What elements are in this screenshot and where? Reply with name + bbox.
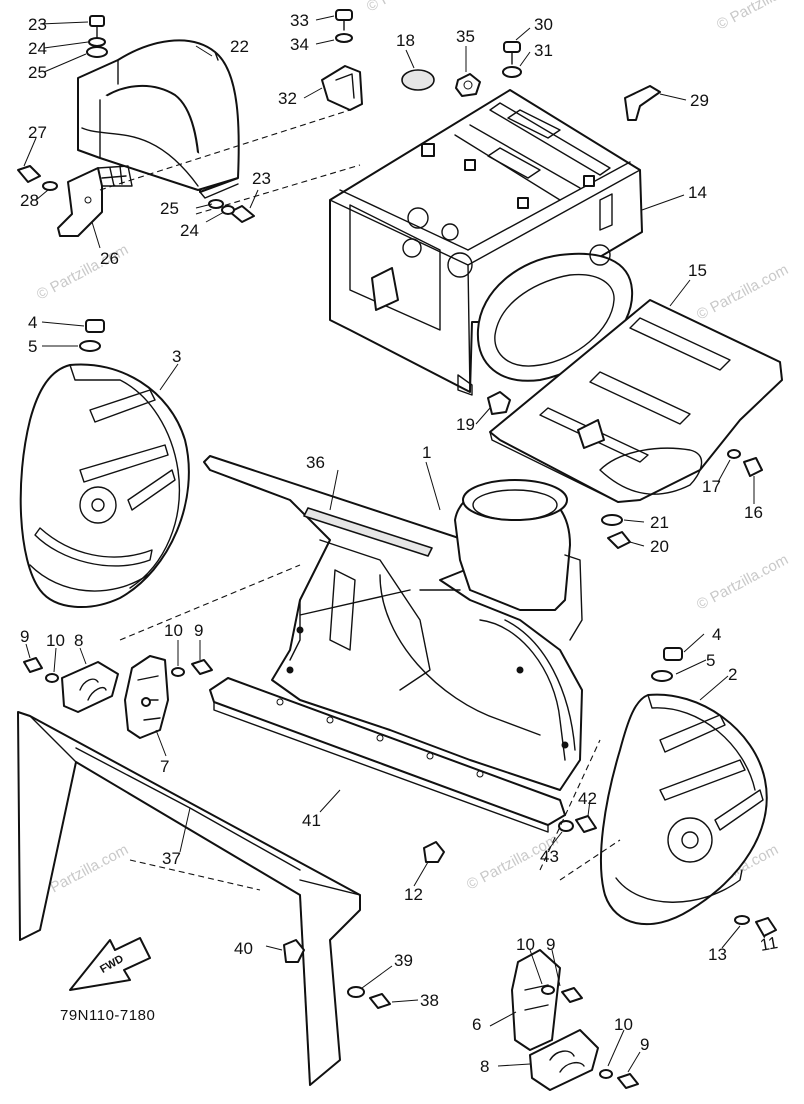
callout-9: 9 bbox=[20, 627, 29, 646]
callout-18: 18 bbox=[396, 31, 415, 50]
callout-40: 40 bbox=[234, 939, 253, 958]
callout-9d: 9 bbox=[640, 1035, 649, 1054]
callout-17: 17 bbox=[702, 477, 721, 496]
callout-31: 31 bbox=[534, 41, 553, 60]
base-plate-part-15 bbox=[489, 299, 783, 503]
callout-15: 15 bbox=[688, 261, 707, 280]
drawing-code: 79N110-7180 bbox=[60, 1007, 155, 1024]
bracket-part-26 bbox=[57, 165, 133, 237]
callout-23: 23 bbox=[28, 15, 47, 34]
callout-5b: 5 bbox=[706, 651, 715, 670]
belt-cover-part-22 bbox=[77, 39, 240, 199]
callout-8: 8 bbox=[74, 631, 83, 650]
callout-5: 5 bbox=[28, 337, 37, 356]
callout-16: 16 bbox=[744, 503, 763, 522]
callout-30: 30 bbox=[534, 15, 553, 34]
hardware-parts bbox=[17, 9, 777, 1089]
bracket-part-8-right bbox=[529, 1029, 599, 1091]
callout-labels: 23 24 25 22 27 28 26 23 25 24 33 34 32 1… bbox=[20, 11, 779, 1076]
callout-26: 26 bbox=[100, 249, 119, 268]
callout-8b: 8 bbox=[480, 1057, 489, 1076]
bracket-part-7 bbox=[124, 655, 169, 739]
callout-21: 21 bbox=[650, 513, 669, 532]
callout-43: 43 bbox=[540, 847, 559, 866]
callout-22: 22 bbox=[230, 37, 249, 56]
callout-34: 34 bbox=[290, 35, 309, 54]
callout-38: 38 bbox=[420, 991, 439, 1010]
callout-9b: 9 bbox=[194, 621, 203, 640]
right-side-plate-part-2 bbox=[600, 693, 768, 926]
leader-lines bbox=[23, 15, 767, 1073]
left-side-plate-part-3 bbox=[19, 363, 190, 608]
watermark: © Partzilla.com bbox=[694, 261, 791, 323]
auger-housing-part-1 bbox=[203, 455, 583, 791]
callout-33: 33 bbox=[290, 11, 309, 30]
forward-direction-arrow: FWD bbox=[69, 937, 151, 991]
callout-29: 29 bbox=[690, 91, 709, 110]
callout-19: 19 bbox=[456, 415, 475, 434]
callout-25: 25 bbox=[28, 63, 47, 82]
callout-2: 2 bbox=[728, 665, 737, 684]
watermark: © Partzilla.com bbox=[694, 551, 791, 613]
callout-39: 39 bbox=[394, 951, 413, 970]
callout-9c: 9 bbox=[546, 935, 555, 954]
callout-35: 35 bbox=[456, 27, 475, 46]
callout-10d: 10 bbox=[614, 1015, 633, 1034]
callout-36: 36 bbox=[306, 453, 325, 472]
callout-13: 13 bbox=[708, 945, 727, 964]
callout-3: 3 bbox=[172, 347, 181, 366]
callout-20: 20 bbox=[650, 537, 669, 556]
callout-23b: 23 bbox=[252, 169, 271, 188]
bracket-part-6 bbox=[511, 949, 561, 1051]
callout-10b: 10 bbox=[164, 621, 183, 640]
callout-6: 6 bbox=[472, 1015, 481, 1034]
callout-11: 11 bbox=[759, 933, 780, 955]
side-skirt-part-37 bbox=[17, 711, 361, 1086]
callout-14: 14 bbox=[688, 183, 707, 202]
callout-37: 37 bbox=[162, 849, 181, 868]
callout-32: 32 bbox=[278, 89, 297, 108]
callout-24b: 24 bbox=[180, 221, 199, 240]
callout-42: 42 bbox=[578, 789, 597, 808]
watermark: © Partzilla.com bbox=[714, 0, 804, 34]
callout-25b: 25 bbox=[160, 199, 179, 218]
callout-24: 24 bbox=[28, 39, 47, 58]
bracket-part-8-left bbox=[61, 661, 119, 713]
callout-27: 27 bbox=[28, 123, 47, 142]
callout-7: 7 bbox=[160, 757, 169, 776]
callout-1: 1 bbox=[422, 443, 431, 462]
callout-4: 4 bbox=[28, 313, 37, 332]
callout-10: 10 bbox=[46, 631, 65, 650]
callout-12: 12 bbox=[404, 885, 423, 904]
strip-part-36 bbox=[303, 507, 433, 557]
callout-10c: 10 bbox=[516, 935, 535, 954]
callout-28: 28 bbox=[20, 191, 39, 210]
callout-41: 41 bbox=[302, 811, 321, 830]
callout-4b: 4 bbox=[712, 625, 721, 644]
watermark: © Partzilla.com bbox=[364, 0, 461, 16]
